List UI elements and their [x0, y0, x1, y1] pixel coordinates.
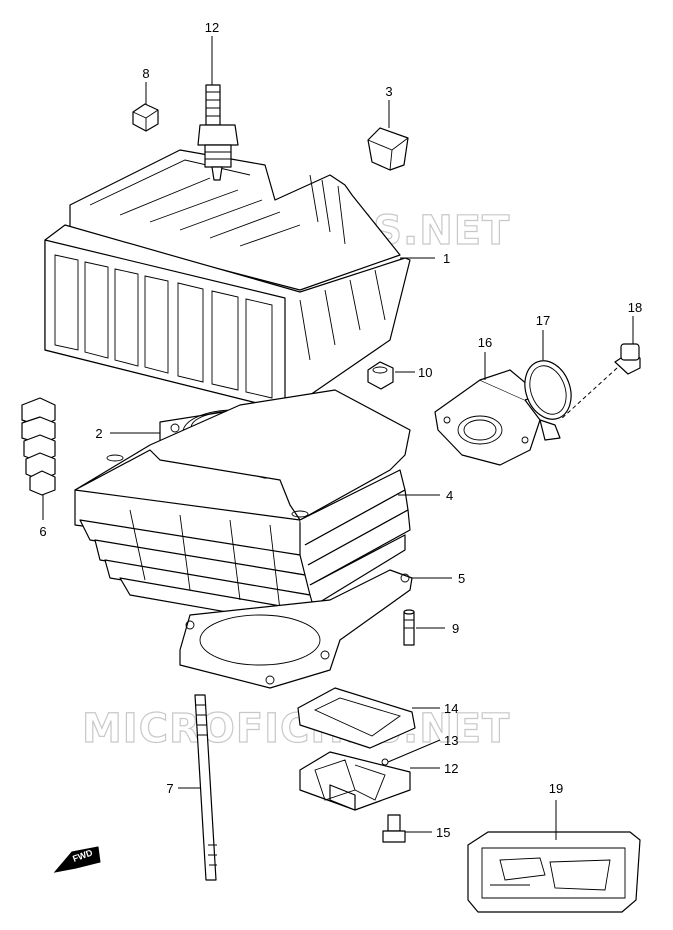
- screw-part-18: [559, 343, 641, 421]
- intake-pipe-part: [434, 369, 541, 466]
- cylinder-block-part: [74, 389, 411, 629]
- callout-17: 17: [536, 313, 550, 328]
- dowel-pin-part: [403, 609, 415, 646]
- callout-labels: 12 8 3 1 2 10 16 17 18 4 5 9 6 7 14 13 1…: [39, 20, 642, 840]
- cap-stack-part-6: [21, 397, 56, 496]
- leader-lines: [42, 36, 634, 840]
- bolt-part-15: [382, 814, 406, 843]
- nut-part-8: [132, 103, 159, 132]
- clamp-part: [524, 360, 572, 441]
- reed-gasket-part: [297, 687, 416, 749]
- spark-plug-part: [197, 72, 239, 181]
- callout-2: 2: [95, 426, 102, 441]
- callout-6: 6: [39, 524, 46, 539]
- gasket-set-part: [467, 831, 641, 913]
- cap-part-3: [367, 127, 409, 171]
- callout-10: 10: [418, 365, 432, 380]
- stud-bolt-part: [194, 694, 217, 881]
- callout-12: 12: [444, 761, 458, 776]
- cylinder-head-part: [44, 149, 411, 411]
- callout-18: 18: [628, 300, 642, 315]
- forward-direction-arrow: FWD: [53, 846, 101, 873]
- callout-4: 4: [446, 488, 453, 503]
- callout-1: 1: [443, 251, 450, 266]
- callout-7: 7: [166, 781, 173, 796]
- reed-valve-part: [299, 751, 411, 811]
- callout-9: 9: [452, 621, 459, 636]
- callout-15: 15: [436, 825, 450, 840]
- callout-3: 3: [385, 84, 392, 99]
- callout-16: 16: [478, 335, 492, 350]
- callout-8: 8: [142, 66, 149, 81]
- base-gasket-part: [179, 569, 413, 689]
- watermark-bottom: MICROFICHES.NET: [82, 706, 510, 752]
- callout-5: 5: [458, 571, 465, 586]
- callout-19: 19: [549, 781, 563, 796]
- nut-part-10: [367, 361, 394, 390]
- callout-14: 14: [444, 701, 458, 716]
- callout-13: 13: [444, 733, 458, 748]
- callout-11: 12: [205, 20, 219, 35]
